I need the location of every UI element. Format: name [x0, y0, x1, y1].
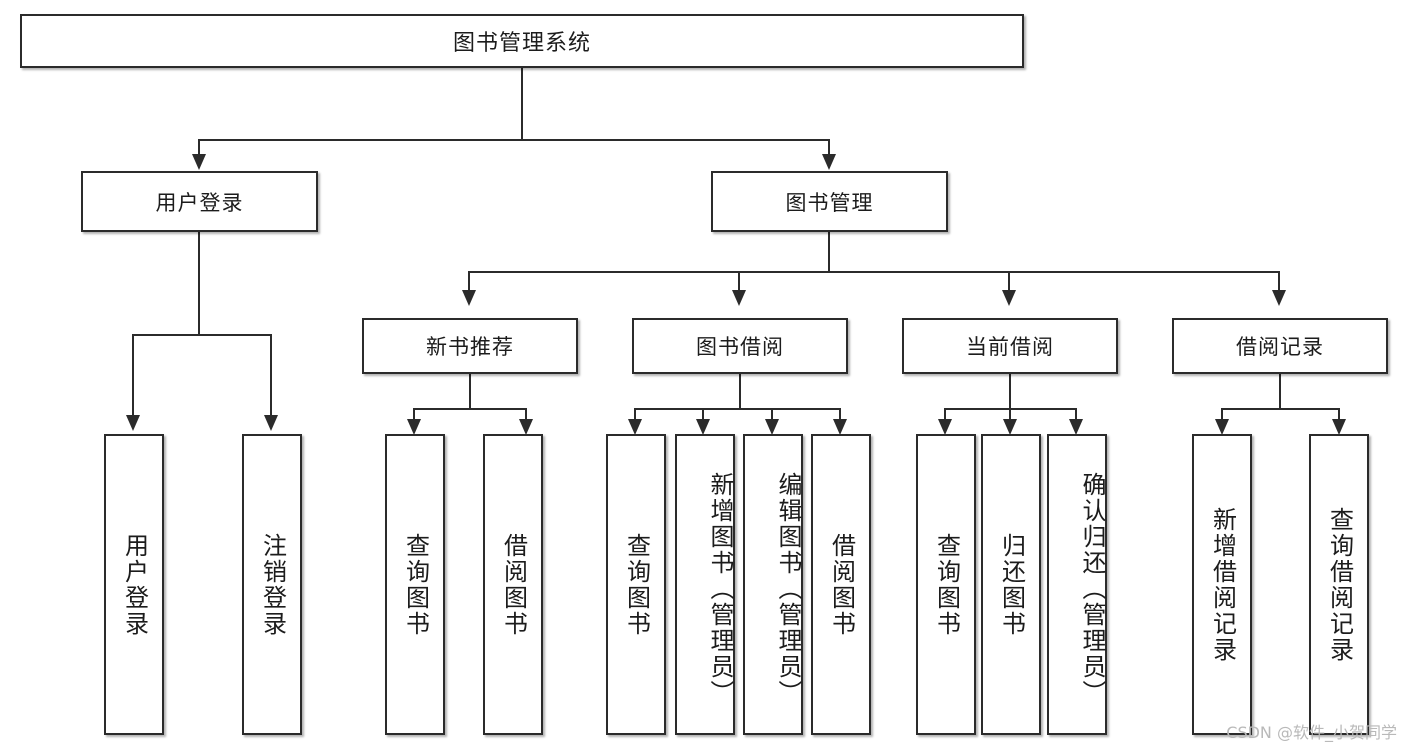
leaf-borrow-record-add-record[interactable]: 新增借阅记录 — [1192, 434, 1252, 735]
arrow-bb-child-2 — [696, 419, 710, 435]
connector-br-trunk — [1279, 374, 1281, 409]
connector-bm-child-2 — [738, 271, 740, 293]
node-label: 查询图书 — [622, 532, 651, 637]
node-label: 用户登录 — [120, 532, 149, 637]
leaf-current-borrow-confirm-return-admin[interactable]: 确认归还（管理员） — [1047, 434, 1107, 735]
connector-nbr-trunk — [469, 374, 471, 409]
connector-user-login-child-1 — [132, 334, 134, 418]
arrow-cb-child-2 — [1003, 419, 1017, 435]
connector-root-to-user-login — [198, 139, 200, 157]
connector-user-login-child-2 — [270, 334, 272, 418]
node-label: 编辑图书（管理员） — [774, 471, 802, 706]
node-label: 注销登录 — [258, 532, 287, 637]
connector-user-login-bus — [132, 334, 272, 336]
connector-cb-child-3 — [1075, 408, 1077, 422]
node-label: 图书管理系统 — [452, 31, 591, 56]
node-label: 查询图书 — [932, 532, 961, 637]
arrow-bb-child-1 — [628, 419, 642, 435]
leaf-new-book-borrow-book[interactable]: 借阅图书 — [483, 434, 543, 735]
node-label: 借阅图书 — [499, 532, 528, 637]
connector-cb-child-2 — [1009, 408, 1011, 422]
arrow-bm-child-2 — [732, 290, 746, 306]
arrow-root-to-book-management — [822, 154, 836, 170]
node-root-book-management-system[interactable]: 图书管理系统 — [20, 14, 1024, 68]
node-book-management[interactable]: 图书管理 — [711, 171, 948, 232]
node-label: 新增图书（管理员） — [706, 471, 734, 706]
node-label: 图书借阅 — [696, 335, 784, 359]
arrow-cb-child-1 — [938, 419, 952, 435]
csdn-watermark: CSDN @软件_小贺同学 — [1226, 723, 1397, 742]
leaf-current-borrow-query-book[interactable]: 查询图书 — [916, 434, 976, 735]
connector-root-bus — [198, 139, 830, 141]
node-label: 查询借阅记录 — [1325, 506, 1354, 663]
node-label: 新书推荐 — [426, 335, 514, 359]
leaf-user-login-login[interactable]: 用户登录 — [104, 434, 164, 735]
connector-bb-child-2 — [702, 408, 704, 422]
node-book-borrow[interactable]: 图书借阅 — [632, 318, 848, 374]
arrow-root-to-user-login — [192, 154, 206, 170]
arrow-nbr-child-1 — [407, 419, 421, 435]
node-label: 确认归还（管理员） — [1078, 471, 1106, 706]
connector-book-management-trunk — [828, 232, 830, 272]
connector-bb-child-4 — [839, 408, 841, 422]
connector-root-to-book-management — [828, 139, 830, 157]
connector-bb-trunk — [739, 374, 741, 409]
leaf-user-login-logout[interactable]: 注销登录 — [242, 434, 302, 735]
connector-root-trunk — [521, 68, 523, 140]
connector-bb-child-3 — [771, 408, 773, 422]
arrow-nbr-child-2 — [519, 419, 533, 435]
arrow-bm-child-4 — [1272, 290, 1286, 306]
node-label: 当前借阅 — [966, 335, 1054, 359]
leaf-book-borrow-add-book-admin[interactable]: 新增图书（管理员） — [675, 434, 735, 735]
node-current-borrow[interactable]: 当前借阅 — [902, 318, 1118, 374]
connector-nbr-child-2 — [525, 408, 527, 422]
leaf-borrow-record-query-record[interactable]: 查询借阅记录 — [1309, 434, 1369, 735]
node-label: 借阅图书 — [827, 532, 856, 637]
connector-br-child-1 — [1221, 408, 1223, 422]
connector-br-bus — [1221, 408, 1339, 410]
node-label: 新增借阅记录 — [1208, 506, 1237, 663]
node-label: 查询图书 — [401, 532, 430, 637]
connector-nbr-child-1 — [413, 408, 415, 422]
leaf-current-borrow-return-book[interactable]: 归还图书 — [981, 434, 1041, 735]
connector-bb-bus — [634, 408, 840, 410]
connector-bm-child-1 — [468, 271, 470, 293]
connector-bm-child-3 — [1008, 271, 1010, 293]
connector-bb-child-1 — [634, 408, 636, 422]
node-label: 图书管理 — [785, 190, 874, 215]
leaf-book-borrow-query-book[interactable]: 查询图书 — [606, 434, 666, 735]
arrow-cb-child-3 — [1069, 419, 1083, 435]
connector-user-login-trunk — [198, 232, 200, 335]
node-label: 归还图书 — [997, 532, 1026, 637]
connector-cb-child-1 — [944, 408, 946, 422]
connector-br-child-2 — [1338, 408, 1340, 422]
connector-book-management-bus — [468, 271, 1280, 273]
arrow-br-child-1 — [1215, 419, 1229, 435]
node-label: 借阅记录 — [1236, 335, 1324, 359]
node-new-book-recommend[interactable]: 新书推荐 — [362, 318, 578, 374]
arrow-bb-child-3 — [765, 419, 779, 435]
node-user-login[interactable]: 用户登录 — [81, 171, 318, 232]
connector-cb-trunk — [1009, 374, 1011, 409]
node-label: 用户登录 — [155, 190, 244, 215]
leaf-book-borrow-edit-book-admin[interactable]: 编辑图书（管理员） — [743, 434, 803, 735]
arrow-bb-child-4 — [833, 419, 847, 435]
arrow-bm-child-3 — [1002, 290, 1016, 306]
arrow-br-child-2 — [1332, 419, 1346, 435]
leaf-new-book-query-book[interactable]: 查询图书 — [385, 434, 445, 735]
arrow-bm-child-1 — [462, 290, 476, 306]
arrow-user-login-child-2 — [264, 415, 278, 431]
connector-bm-child-4 — [1278, 271, 1280, 293]
leaf-book-borrow-borrow-book[interactable]: 借阅图书 — [811, 434, 871, 735]
arrow-user-login-child-1 — [126, 415, 140, 431]
connector-nbr-bus — [413, 408, 527, 410]
node-borrow-record[interactable]: 借阅记录 — [1172, 318, 1388, 374]
